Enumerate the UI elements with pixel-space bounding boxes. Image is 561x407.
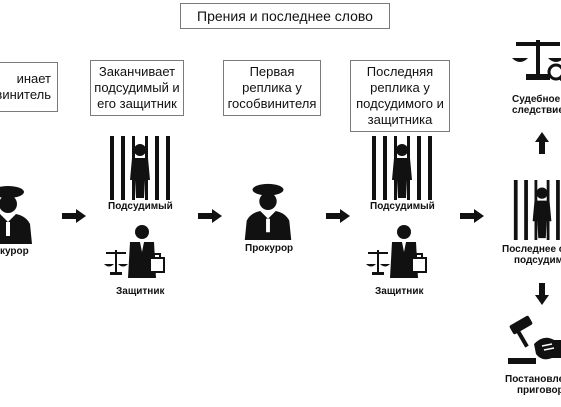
- defender-icon: [104, 225, 165, 278]
- arrow-icon: [460, 209, 484, 223]
- arrow-icon: [62, 209, 86, 223]
- step4-line4: защитника: [367, 112, 433, 127]
- verdict-line1: Постановле: [505, 374, 561, 385]
- prosecutor-mid-label: Прокурор: [245, 243, 294, 254]
- step1-line1: инает: [16, 71, 51, 86]
- jail-icon: [372, 136, 432, 200]
- arrow-icon: [198, 209, 222, 223]
- scales-investigation-icon: [512, 40, 561, 84]
- investigation-line1: Судебное: [512, 94, 561, 105]
- step3-line1: Первая: [249, 64, 295, 79]
- arrow-down-icon: [535, 283, 549, 305]
- step4-line3: подсудимого и: [356, 96, 444, 111]
- arrow-icon: [326, 209, 350, 223]
- scales-icon: [104, 250, 128, 275]
- last-word-line1: Последнее с: [502, 244, 561, 255]
- step2-line1: Заканчивает: [98, 64, 176, 79]
- step3-line2: реплика у: [242, 80, 302, 95]
- defender-1-label: Защитник: [116, 286, 165, 297]
- step2-line2: подсудимый и: [94, 80, 180, 95]
- investigation-line2: следствие: [512, 105, 561, 116]
- step-box-2: Заканчивает подсудимый и его защитник: [90, 60, 184, 116]
- prosecutor-icon: [244, 183, 292, 240]
- defender-2-label: Защитник: [375, 286, 424, 297]
- step4-line1: Последняя: [366, 64, 434, 79]
- step3-line3: гособвинителя: [227, 96, 317, 111]
- defendant-1-label: Подсудимый: [108, 201, 173, 212]
- verdict-line2: приговор: [517, 385, 561, 396]
- jail-icon: [513, 180, 560, 240]
- step1-line2: винитель: [0, 87, 51, 102]
- step4-line2: реплика у: [370, 80, 430, 95]
- scales-icon: [366, 250, 390, 275]
- prosecutor-icon: [0, 186, 32, 244]
- jail-icon: [110, 136, 170, 200]
- last-word-line2: подсудим: [514, 255, 561, 266]
- defender-icon: [366, 225, 427, 278]
- investigation-label: Судебное следствие: [512, 94, 561, 116]
- title-text: Прения и последнее слово: [197, 8, 373, 24]
- last-word-label: Последнее с подсудим: [502, 244, 561, 266]
- defendant-2-label: Подсудимый: [370, 201, 435, 212]
- step2-line3: его защитник: [97, 96, 177, 111]
- step-box-1: инает винитель: [0, 62, 58, 112]
- step-box-3: Первая реплика у гособвинителя: [223, 60, 321, 116]
- arrow-up-icon: [535, 132, 549, 154]
- gavel-icon: [508, 315, 561, 364]
- step-box-4: Последняя реплика у подсудимого и защитн…: [350, 60, 450, 132]
- diagram-title: Прения и последнее слово: [180, 3, 390, 29]
- prosecutor-left-label: курор: [0, 246, 29, 257]
- verdict-label: Постановле приговор: [505, 374, 561, 396]
